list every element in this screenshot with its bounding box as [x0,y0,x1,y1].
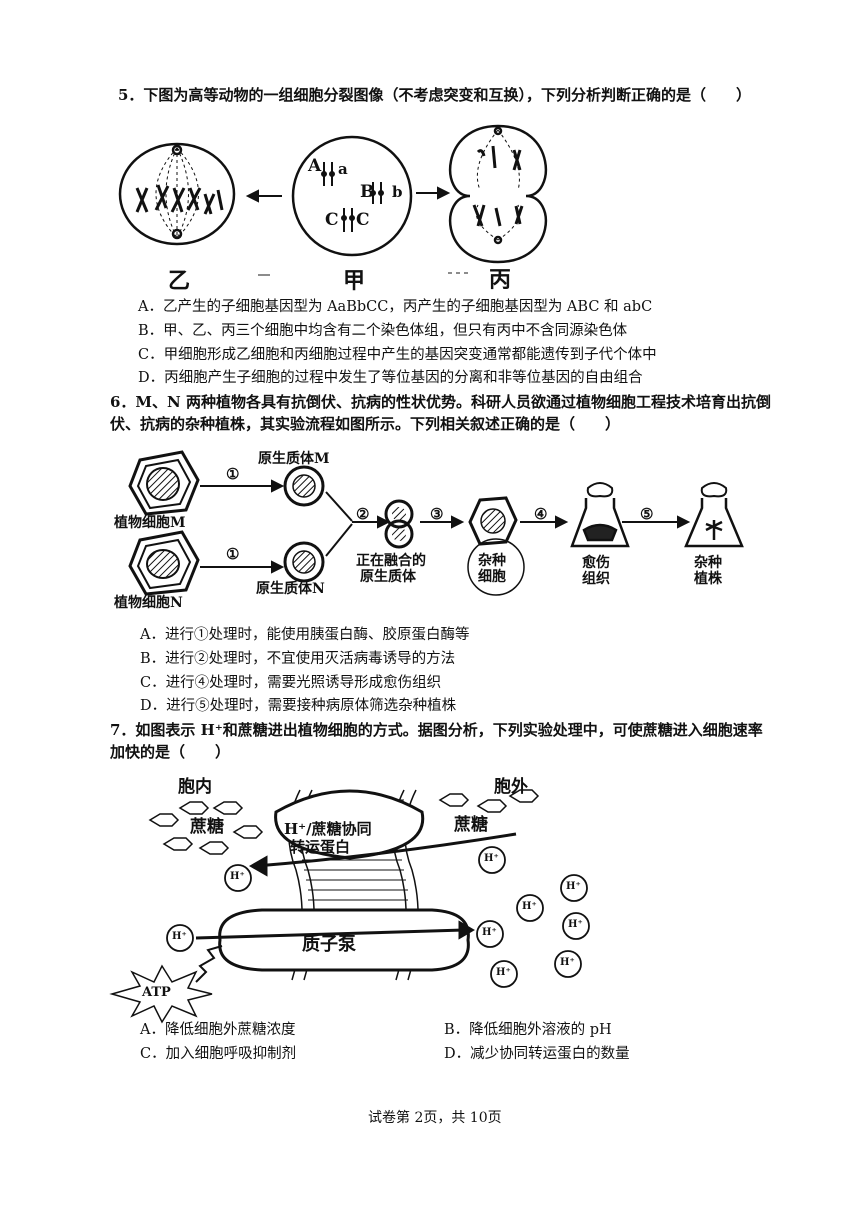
q6-stem-line1: 6．M、N 两种植物各具有抗倒伏、抗病的性状优势。科研人员欲通过植物细胞工程技术… [110,393,771,411]
q5-option-b[interactable]: B．甲、乙、丙三个细胞中均含有二个染色体组，但只有丙中不含同源染色体 [138,323,628,339]
q5-stem: 5．下图为高等动物的一组细胞分裂图像（不考虑突变和互换），下列分析判断正确的是（… [118,86,751,104]
label-callus-2: 组织 [582,571,610,587]
arrow-jia-to-bing [416,186,451,200]
q5-option-d[interactable]: D．丙细胞产生子细胞的过程中发生了等位基因的分离和非等位基因的自由组合 [138,370,643,386]
hplus-label: H⁺ [172,931,187,942]
cell-yi [118,142,236,246]
allele-B: B [360,182,375,202]
allele-b: b [392,183,403,201]
step-1-bottom: ① [226,545,240,563]
label-yi: 乙 [168,268,191,294]
plant-cell-m [128,450,200,516]
q7-option-d[interactable]: D．减少协同转运蛋白的数量 [444,1046,630,1062]
label-pump: 质子泵 [302,934,356,955]
label-cotransporter-1: H⁺/蔗糖协同 [284,820,372,838]
hplus-label: H⁺ [566,881,581,892]
hplus-label: H⁺ [496,967,511,978]
step-1-top: ① [226,465,240,483]
label-hybrid-2: 细胞 [478,569,506,585]
step-4: ④ [534,505,548,523]
protoplast-m [283,465,325,507]
label-cotransporter-2: 转运蛋白 [290,838,351,856]
cell-bing [449,124,547,264]
step-5: ⑤ [640,505,654,523]
label-plant-1: 杂种 [694,555,722,571]
arrow-jia-to-yi [245,189,282,203]
label-proto-m: 原生质体M [258,451,330,467]
label-hybrid-1: 杂种 [478,553,506,569]
q7-option-a[interactable]: A．降低细胞外蔗糖浓度 [140,1022,296,1038]
hplus-label: H⁺ [560,957,575,968]
q7-stem-line2: 加快的是（ ） [110,743,231,761]
hplus-label: H⁺ [230,871,245,882]
flask-callus [570,482,630,548]
allele-C2: C [356,210,370,230]
fusing-protoplast [384,499,414,549]
q6-option-a[interactable]: A．进行①处理时，能使用胰蛋白酶、胶原蛋白酶等 [140,627,470,643]
label-proto-n: 原生质体N [256,581,325,597]
label-fusing-1: 正在融合的 [356,553,426,569]
allele-a: a [338,160,348,178]
hplus-label: H⁺ [568,919,583,930]
atp-burst [109,945,223,1024]
page-footer: 试卷第 2页，共 10页 [368,1110,502,1126]
label-cell-m: 植物细胞M [114,515,186,531]
label-cell-n: 植物细胞N [114,595,183,611]
label-callus-1: 愈伤 [582,555,610,571]
q7-stem-line1: 7．如图表示 H⁺和蔗糖进出植物细胞的方式。据图分析，下列实验处理中，可使蔗糖进… [110,721,763,739]
q6-option-d[interactable]: D．进行⑤处理时，需要接种病原体筛选杂种植株 [140,698,457,714]
hplus-label: H⁺ [482,927,497,938]
step-2: ② [356,505,370,523]
q7-option-c[interactable]: C．加入细胞呼吸抑制剂 [140,1046,297,1062]
allele-A: A [308,156,322,176]
label-sucrose-in: 蔗糖 [190,817,224,837]
allele-C1: C [325,210,339,230]
q7-option-b[interactable]: B．降低细胞外溶液的 pH [444,1022,612,1038]
q6-option-c[interactable]: C．进行④处理时，需要光照诱导形成愈伤组织 [140,675,442,691]
label-outside: 胞外 [494,777,528,797]
hplus-label: H⁺ [522,901,537,912]
label-bing: 丙 [489,267,512,293]
plant-cell-n [128,530,200,596]
flask-hybrid-plant [684,482,744,548]
label-jia: 甲 [343,268,366,294]
label-sucrose-out: 蔗糖 [454,815,488,835]
label-atp: ATP [142,985,171,1000]
q6-option-b[interactable]: B．进行②处理时，不宜使用灭活病毒诱导的方法 [140,651,456,667]
step-3: ③ [430,505,444,523]
protoplast-n [283,541,325,583]
q5-option-a[interactable]: A．乙产生的子细胞基因型为 AaBbCC，丙产生的子细胞基因型为 ABC 和 a… [138,299,653,315]
hplus-label: H⁺ [484,853,499,864]
hplus-circles [166,846,590,988]
q6-stem-line2: 伏、抗病的杂种植株，其实验流程如图所示。下列相关叙述正确的是（ ） [110,415,621,433]
label-fusing-2: 原生质体 [360,569,416,585]
label-plant-2: 植株 [694,571,722,587]
q5-option-c[interactable]: C．甲细胞形成乙细胞和丙细胞过程中产生的基因突变通常都能遗传到子代个体中 [138,347,657,363]
label-inside: 胞内 [178,777,212,797]
